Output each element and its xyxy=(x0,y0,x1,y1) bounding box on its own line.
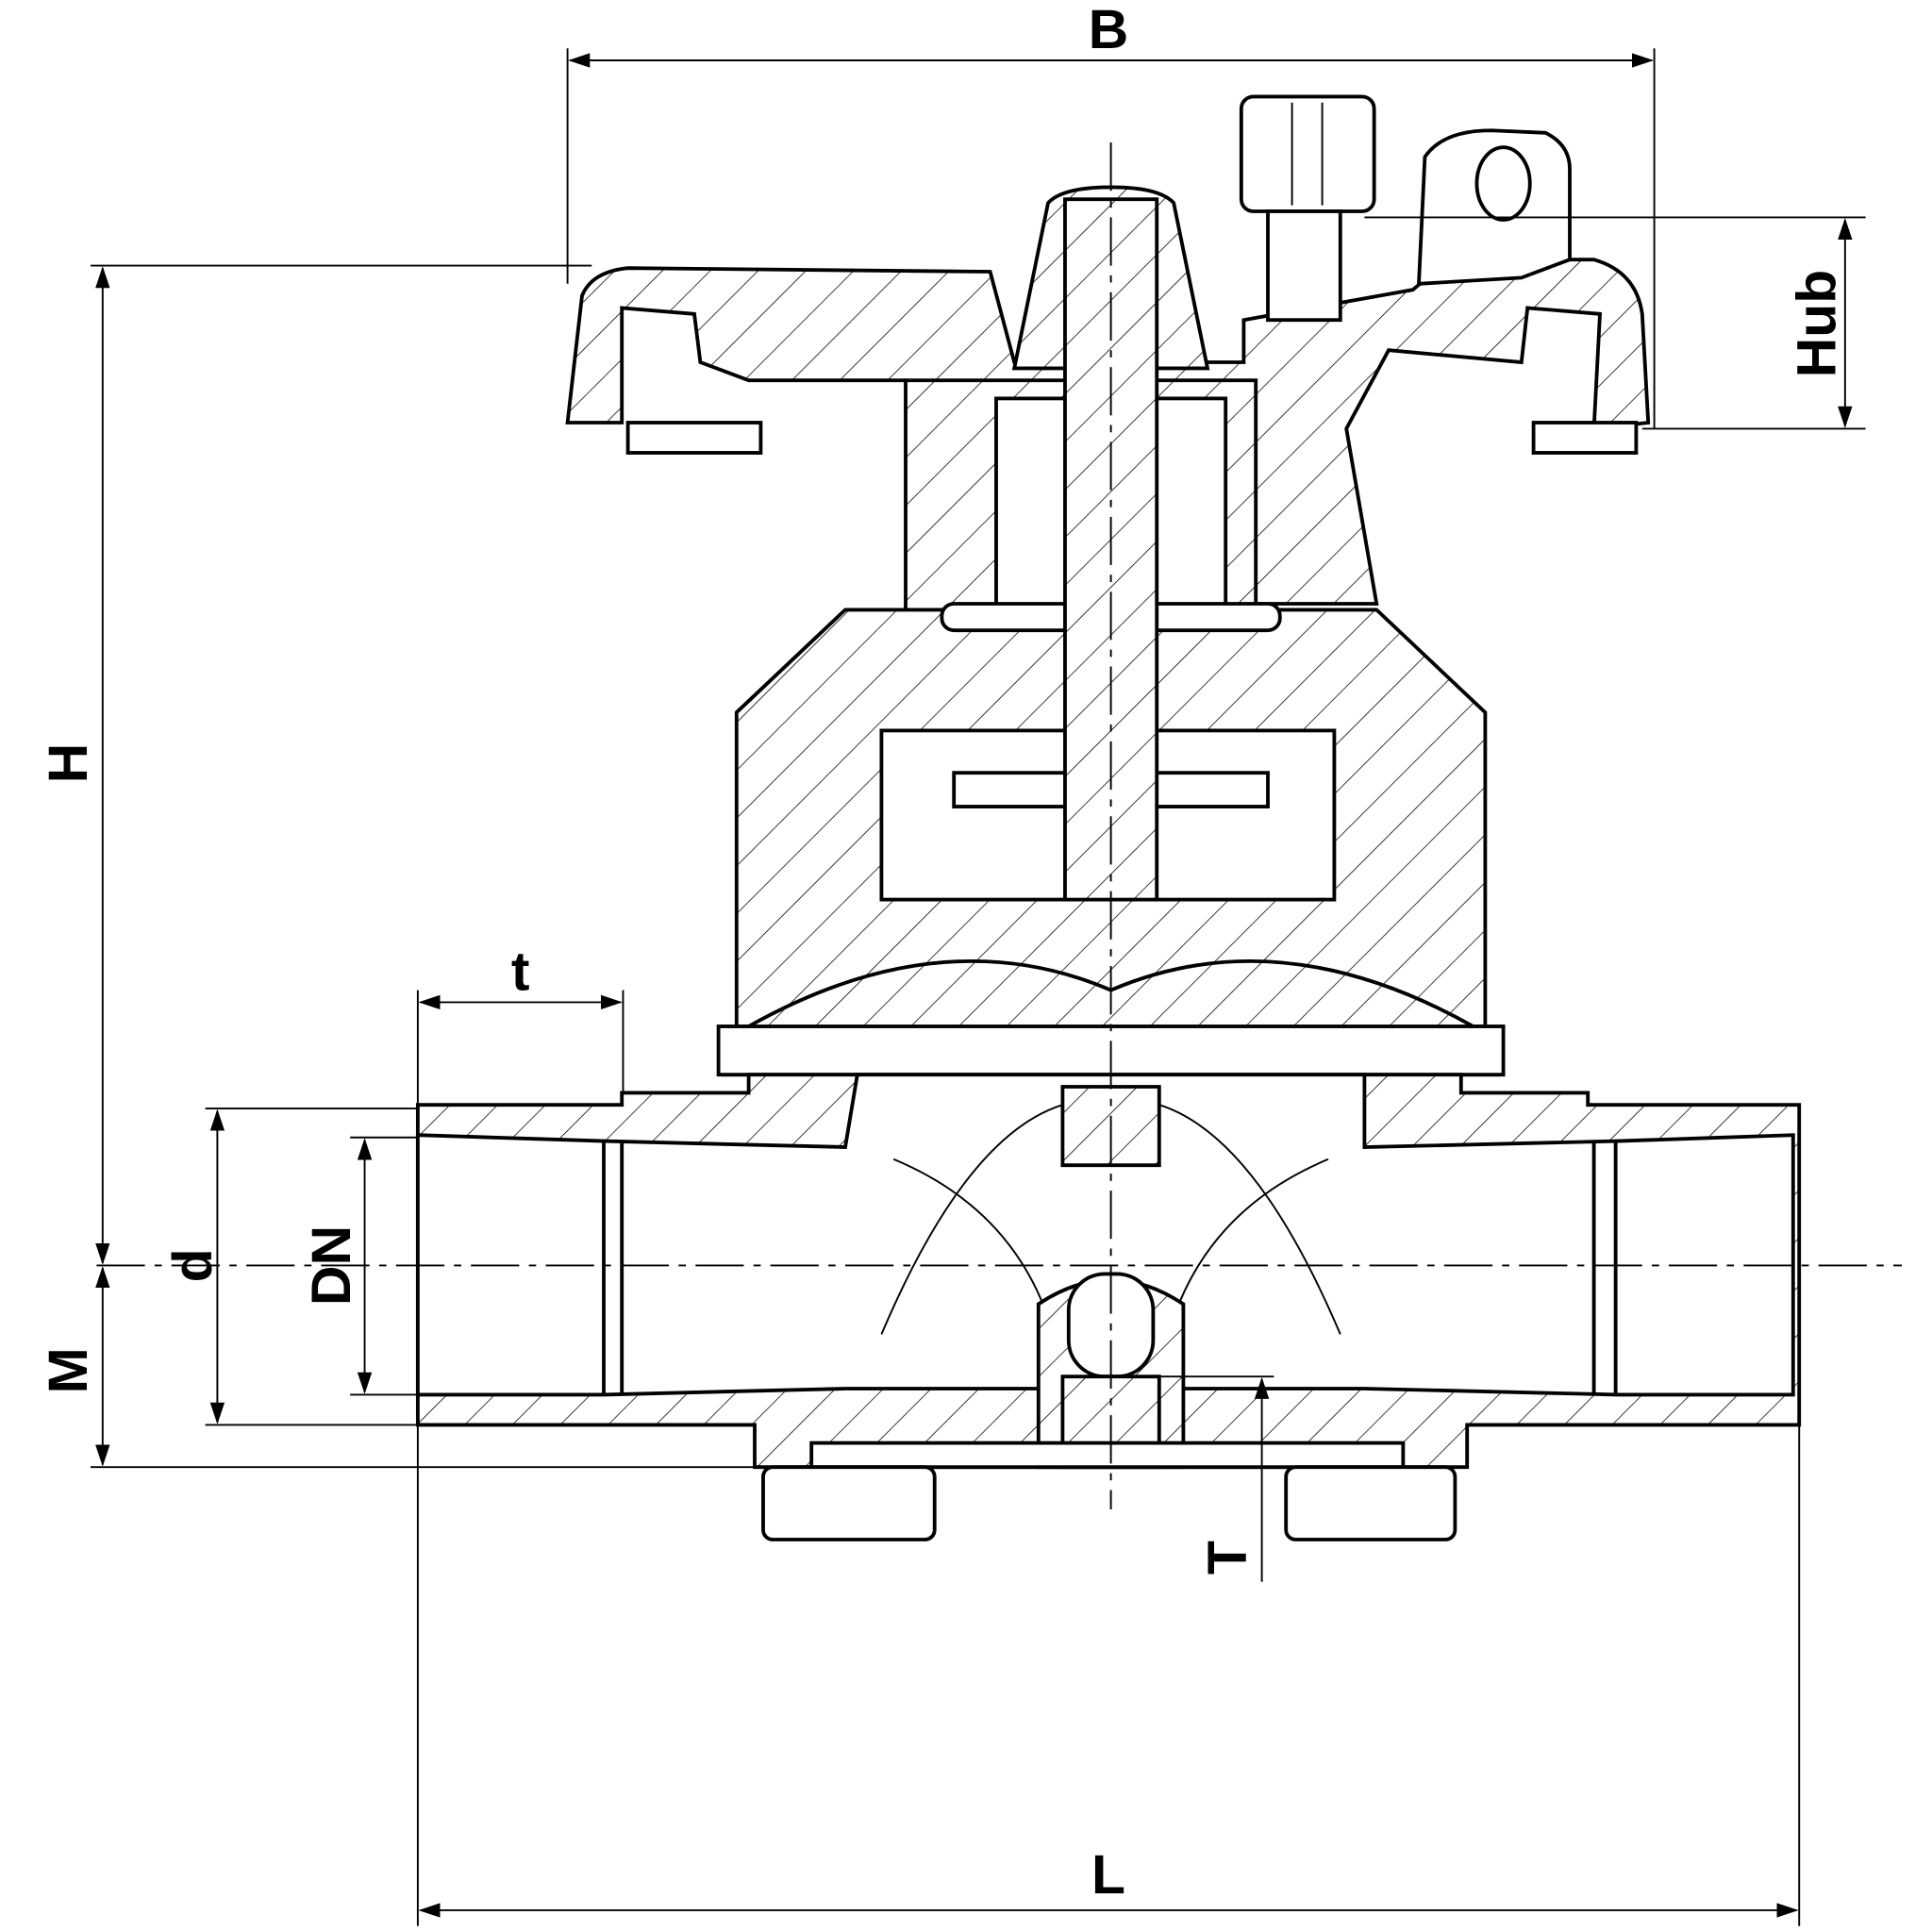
valve-body xyxy=(415,1073,1802,1470)
foot-right xyxy=(1284,1465,1457,1541)
label-Hub: Hub xyxy=(1787,270,1848,377)
label-DN: DN xyxy=(301,1225,362,1306)
label-t: t xyxy=(511,941,530,1003)
label-d: d xyxy=(162,1248,224,1282)
bearing-left xyxy=(952,771,1071,808)
position-indicator xyxy=(1239,94,1376,323)
foot-left xyxy=(761,1465,937,1541)
label-H: H xyxy=(38,743,99,784)
label-L: L xyxy=(1091,1844,1125,1906)
label-B: B xyxy=(1089,0,1129,60)
label-T: T xyxy=(1197,1541,1258,1574)
extension-lines xyxy=(91,48,1866,1926)
lock-lug xyxy=(1416,128,1572,286)
bearing-right xyxy=(1151,771,1270,808)
label-M: M xyxy=(38,1347,99,1393)
